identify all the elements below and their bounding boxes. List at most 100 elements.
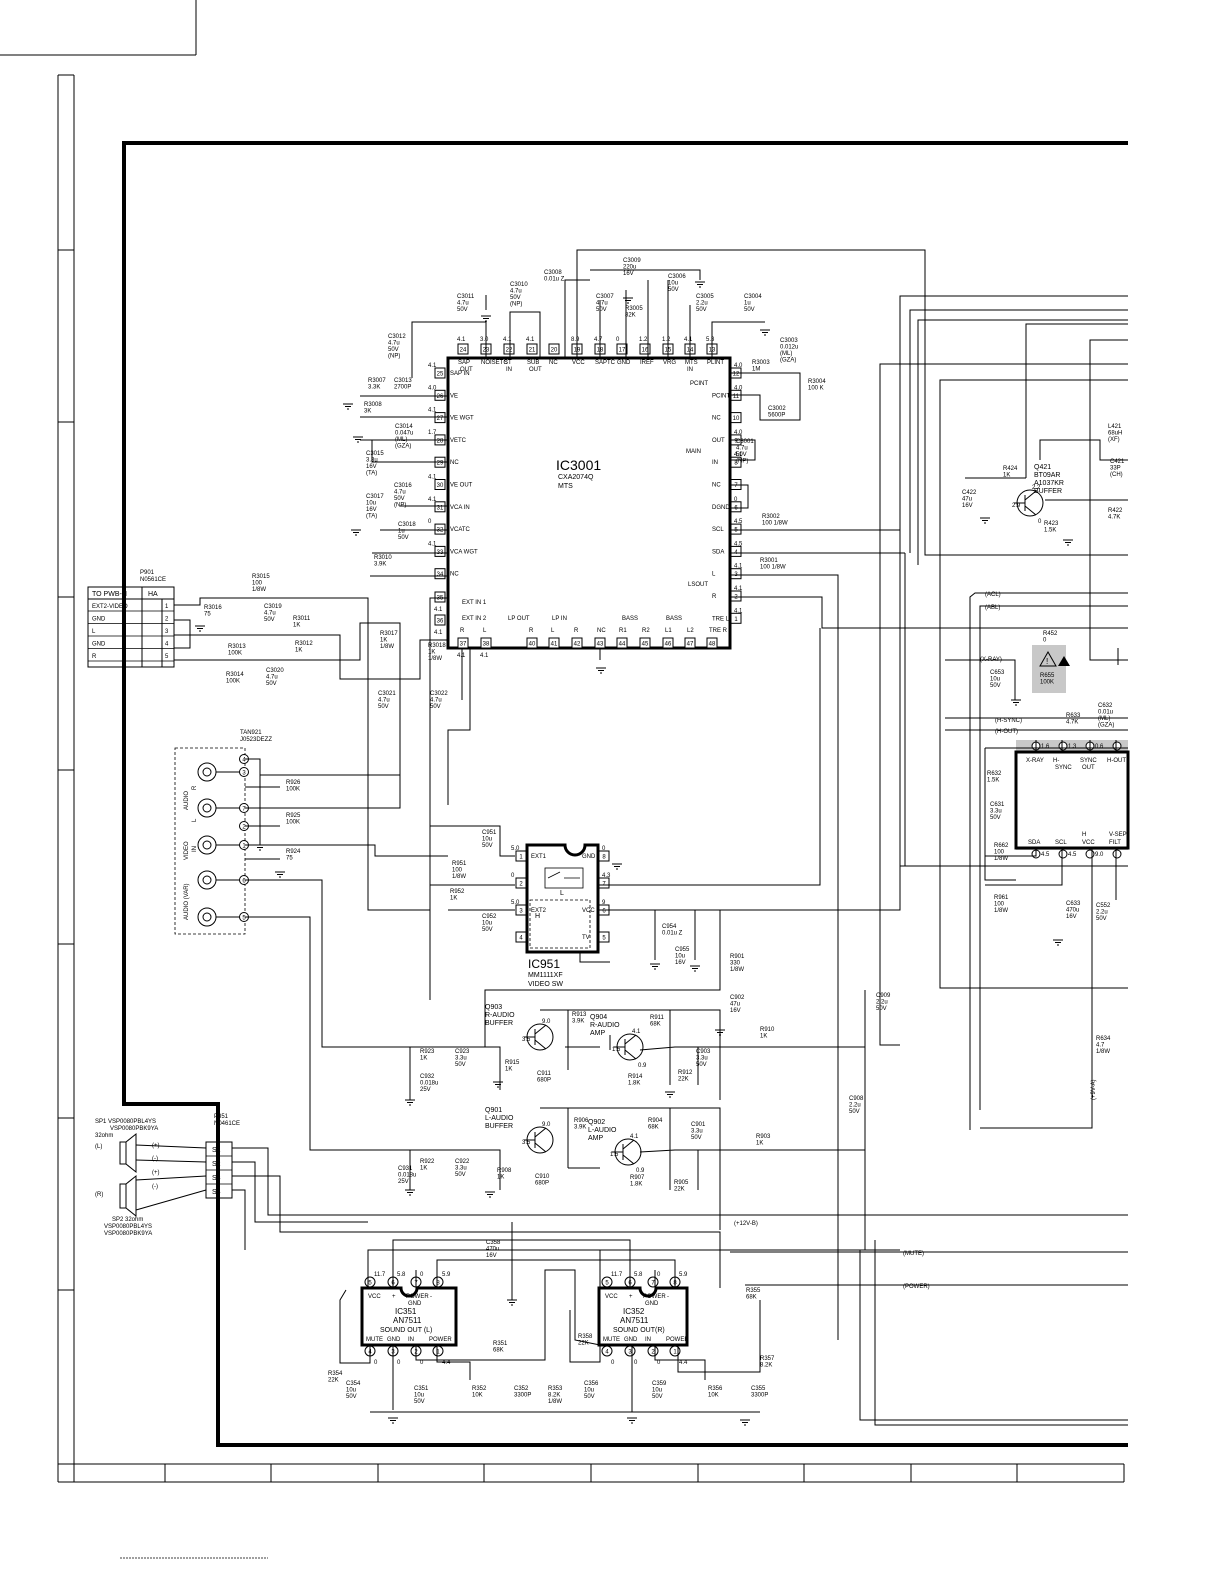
ic3001-pin-20-num: 20 [551, 348, 558, 354]
ic351-pin-1: 1 [432, 1345, 444, 1357]
component-c3020-line1: 4.7u [266, 675, 278, 681]
transistor-q904-part: R-AUDIO [590, 1022, 620, 1029]
component-r452-line1: 0 [1043, 638, 1047, 644]
ic352-pin-5: 5 [601, 1276, 613, 1288]
ic3001-pin-40-num: 40 [529, 642, 536, 648]
transistor-q902-v2: 0.9 [636, 1168, 645, 1174]
component-c3003-line2: (ML) [780, 351, 792, 357]
tan921-pin-2-num: 2 [242, 825, 246, 831]
ic352-bottom-label-0: MUTE [603, 1337, 620, 1343]
component-r3007-line0: R3007 [368, 378, 386, 384]
ic3001-pin-35-voltage: 4.1 [434, 607, 443, 613]
ic351-pin-2-voltage: 0 [420, 1360, 424, 1366]
tan921-pin-2: 2 [239, 821, 249, 831]
ic3001-group-2: LP OUT [508, 616, 530, 622]
sp2-line3: (R) [95, 1192, 103, 1198]
component-c3016-line2: 50V [394, 496, 405, 502]
transistor-q904-v2: 0.9 [638, 1063, 647, 1069]
ic951-pin-7-voltage: 4.3 [602, 873, 611, 879]
ic351-pin-1-voltage: 4.4 [442, 1360, 451, 1366]
component-r632-line0: R632 [987, 771, 1002, 777]
ic351-bottom-label-3: POWER [429, 1337, 452, 1343]
component-c909-line2: 50V [876, 1006, 887, 1012]
component-c3022-line1: 4.7u [430, 698, 442, 704]
component-c3012-line2: 50V [388, 347, 399, 353]
component-r3003-line0: R3003 [752, 360, 770, 366]
component-r951-line2: 1/8W [452, 874, 466, 880]
ic3001-pin-1-label: TRE L [712, 616, 730, 622]
component-r633-line0: R633 [1066, 713, 1081, 719]
ic3001-pin-18-label: SAPTC [595, 360, 616, 366]
ic3001-pin-42-label: R [574, 628, 579, 634]
ic351-bottom-label-0: MUTE [366, 1337, 383, 1343]
component-c3004-line1: 1u [744, 301, 751, 307]
ic3001-pin-21: 21 [526, 343, 538, 355]
icr-top-1-label: H- [1053, 758, 1059, 764]
ic3001-pin-38-num: 38 [483, 642, 490, 648]
icr-top-1-label2: SYNC [1055, 765, 1072, 771]
component-c3004-line0: C3004 [744, 294, 762, 300]
component-c3014-line0: C3014 [395, 424, 413, 430]
transistor-q903-v0: 9.0 [542, 1019, 551, 1025]
transistor-q901-v0: 9.0 [542, 1122, 551, 1128]
component-r913-line1: 3.9K [572, 1019, 584, 1025]
component-c3015-line3: (TA) [366, 471, 377, 477]
transistors: Q421BT09ARA1037KRBUFFER2.22.90Q903R-AUDI… [485, 464, 1064, 1174]
component-r3004-line1: 100 K [808, 386, 824, 392]
sp2-line1: VSP0080PBL4YS [104, 1224, 152, 1230]
ic3001-pin-5: 5 [730, 523, 742, 535]
ic951-pin-5-num: 5 [602, 936, 606, 942]
ic3001-pin-3-voltage: 4.1 [734, 564, 743, 570]
component-c358-line2: 16V [486, 1253, 497, 1259]
ic3001-pin-26-label: VE [450, 393, 458, 399]
component-r3014-line1: 100K [226, 679, 240, 685]
ic352-part: AN7511 [620, 1316, 649, 1325]
icr-top-0-label: X-RAY [1026, 758, 1044, 764]
ic3001-pin-8-voltage: 4.1 [734, 452, 743, 458]
component-c922-line0: C922 [455, 1159, 470, 1165]
ic351-bottom-label-1: GND [387, 1337, 401, 1343]
component-r901-line0: R901 [730, 954, 745, 960]
tan921-pin-5-num: 5 [242, 916, 246, 922]
ic3001-pin-19-label: VCC [572, 360, 585, 366]
speakers: SP1 VSP0080PBL4YS VSP0080PBK9YA 32ohm (L… [95, 1119, 207, 1237]
component-l421-line1: 68uH [1108, 431, 1122, 437]
sp2-line0: SP2 32ohm [112, 1217, 143, 1223]
icr-top-0-voltage: 1.6 [1041, 744, 1050, 750]
ic352-pin-1-num: 1 [673, 1350, 677, 1356]
component-r3014-line0: R3014 [226, 672, 244, 678]
component-r914-line0: R914 [628, 1074, 643, 1080]
p351-pin-S1: S1 [212, 1147, 221, 1154]
p901-row-3-name: GND [92, 642, 106, 648]
ic3001-pin-18-voltage: 4.7 [594, 337, 603, 343]
component-c3010-line2: 50V [510, 295, 521, 301]
ic3001-pin-27-label: VE WGT [450, 416, 474, 422]
ic352-pin-3-num: 3 [628, 1350, 632, 1356]
ic3001-pin-37: 37 [457, 637, 469, 649]
ic3001-pin-14-label: MTS [685, 360, 698, 366]
ic3001-group-0: EXT IN 1 [462, 600, 487, 606]
component-r926-line1: 100K [286, 787, 300, 793]
component-r3002-line1: 100 1/8W [762, 521, 788, 527]
ic3001-pin-30-voltage: 4.1 [428, 475, 437, 481]
component-r3015-line2: 1/8W [252, 587, 266, 593]
ic951: L H IC951 MM1111XF VIDEO SW 15.0EXT12035… [511, 843, 611, 988]
